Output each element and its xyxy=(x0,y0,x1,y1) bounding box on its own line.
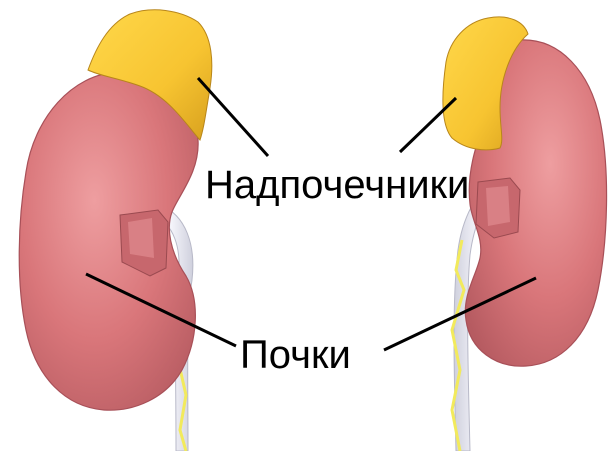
adrenal-label: Надпочечники xyxy=(205,163,469,207)
adrenal-leader-left xyxy=(198,78,268,156)
kidneys-label: Почки xyxy=(240,333,351,377)
right-kidney-hilum-inner xyxy=(486,186,510,226)
left-kidney xyxy=(19,72,198,410)
right-kidney-group xyxy=(443,17,607,451)
left-kidney-group xyxy=(19,10,212,451)
left-kidney-hilum-inner xyxy=(128,218,154,258)
